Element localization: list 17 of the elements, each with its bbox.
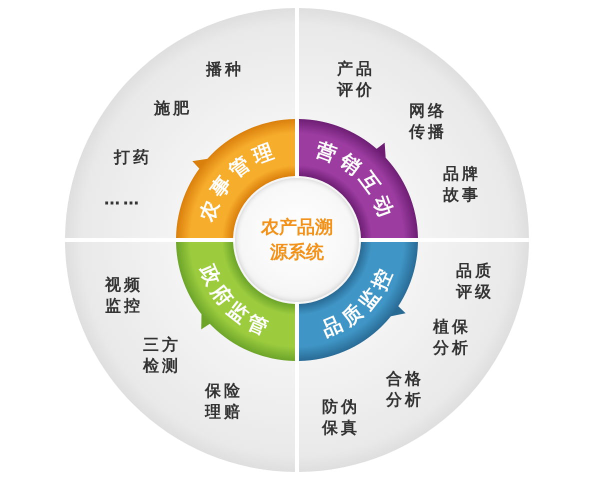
item-label: 三方检测 [142,335,182,377]
quadrant-panel [65,8,295,238]
segment-label: 品质监控 [318,260,398,342]
item-label: 施肥 [154,98,192,120]
item-label: 防伪保真 [321,397,361,439]
item-label: 打药 [114,148,152,168]
item-label: 合格分析 [385,369,425,411]
item-label: 保险理赔 [204,381,244,423]
segment-label: 政府监管 [196,260,276,342]
item-label: 植保分析 [432,317,472,359]
item-label: 网络传播 [408,101,448,143]
item-label: 视频监控 [104,275,144,317]
item-label: 品质评级 [455,261,495,303]
item-label: …… [104,190,142,210]
item-label: 品牌故事 [442,164,482,206]
item-label: 播种 [206,60,244,80]
item-label: 产品评价 [336,59,376,101]
